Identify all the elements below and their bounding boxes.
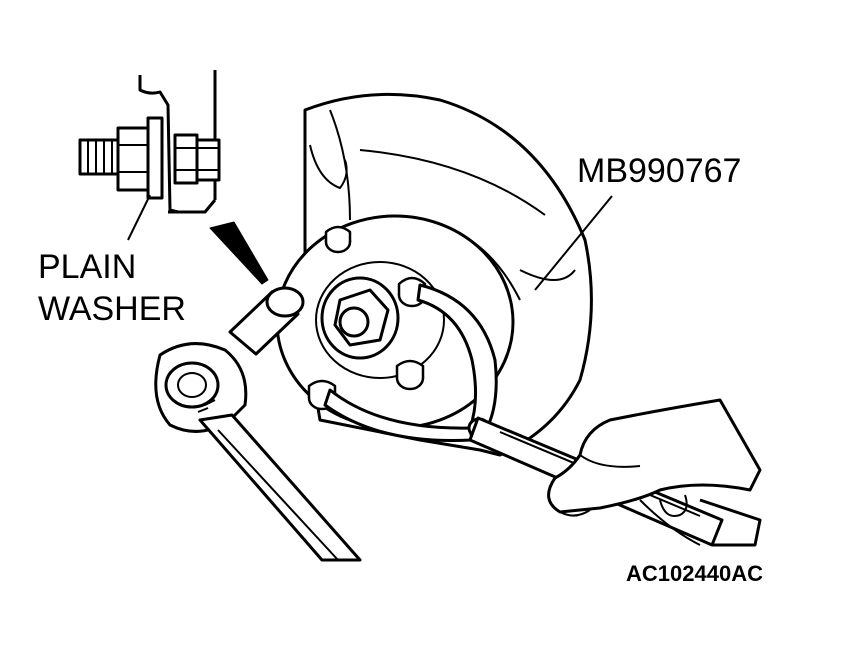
bolt-detail-icon [78,70,269,285]
ratchet-wrench-icon [154,286,362,562]
washer-label-line1: PLAIN [38,248,136,286]
tool-number-label: MB990767 [577,152,741,190]
washer-label-line2: WASHER [38,290,186,328]
hand-icon [547,398,762,546]
figure-id: AC102440AC [626,561,763,586]
